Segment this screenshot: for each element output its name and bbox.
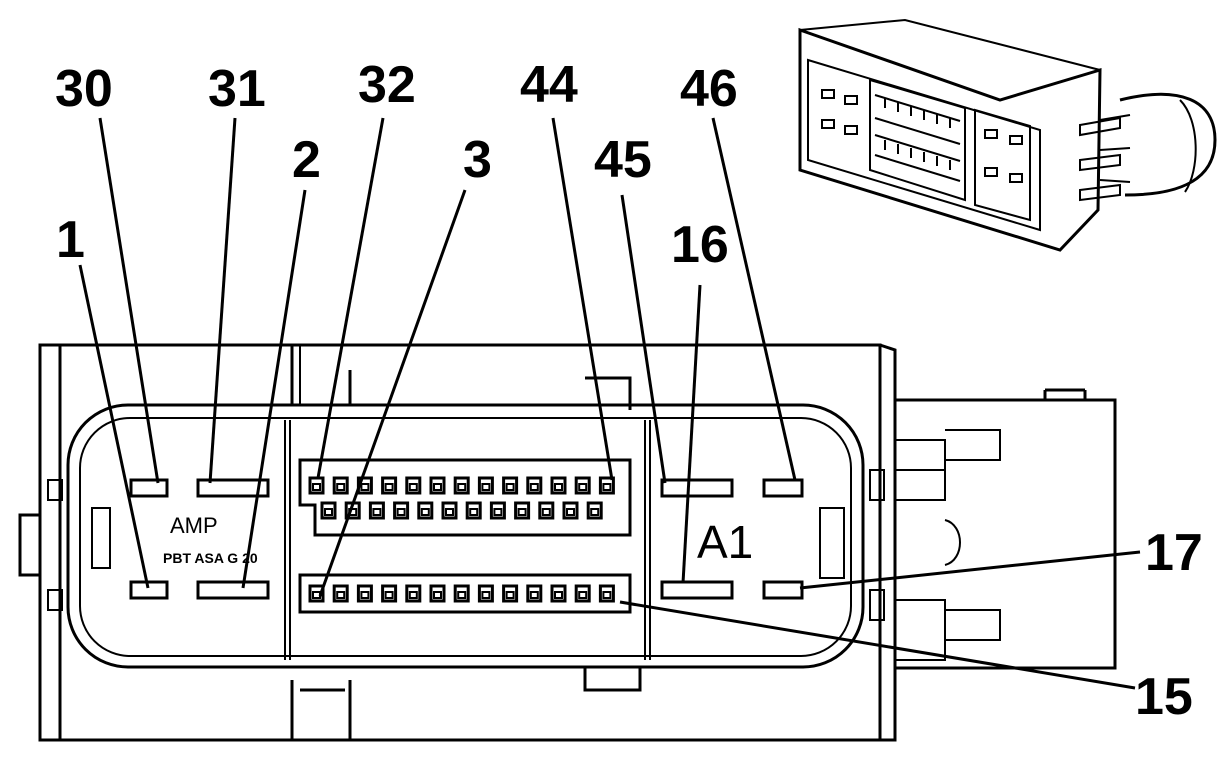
pin-contact-upper-42 xyxy=(554,483,563,491)
pin-contact-lower-7 xyxy=(408,591,418,599)
pin-cavity-45 xyxy=(660,478,734,498)
housing-marking-amp: AMP xyxy=(170,513,218,538)
pin-contact-lower-11 xyxy=(505,591,515,599)
pin-contact-lower-15 xyxy=(602,591,612,599)
pin-contact-middle-4 xyxy=(396,508,406,516)
pin-label-32: 32 xyxy=(358,56,416,114)
pin-contact-upper-35 xyxy=(384,483,394,491)
pin-label-2: 2 xyxy=(292,131,321,189)
pin-contact-upper-40 xyxy=(505,483,515,491)
pin-cavity-46 xyxy=(762,478,804,498)
connector-inset-view xyxy=(798,18,1217,252)
leader-45 xyxy=(620,194,667,484)
pin-contact-upper-33 xyxy=(336,483,346,491)
pin-contact-lower-4 xyxy=(336,591,346,599)
pin-contact-lower-6 xyxy=(384,591,394,599)
pin-cavity-31 xyxy=(196,478,270,498)
pin-contact-middle-7 xyxy=(469,508,479,516)
pin-cavities xyxy=(129,476,804,603)
pin-cavity-1 xyxy=(129,580,169,600)
pin-label-3: 3 xyxy=(463,131,492,189)
leader-32 xyxy=(316,117,385,479)
pin-contact-upper-34 xyxy=(360,483,370,491)
pin-label-16: 16 xyxy=(671,216,729,274)
pin-contact-middle-5 xyxy=(420,508,430,516)
pin-label-31: 31 xyxy=(208,60,266,118)
pin-cavity-30 xyxy=(129,478,169,498)
pin-contact-upper-37 xyxy=(433,483,442,491)
pin-contact-lower-12 xyxy=(529,591,539,599)
housing-marking-material: PBT ASA G 20 xyxy=(163,550,258,566)
pin-contact-upper-44 xyxy=(602,483,612,491)
leader-16 xyxy=(681,284,702,584)
leader-46 xyxy=(711,117,797,481)
pin-contact-lower-10 xyxy=(481,591,491,599)
pin-contact-middle-9 xyxy=(517,508,527,516)
pin-contact-lower-9 xyxy=(457,591,467,599)
pin-cavity-16 xyxy=(660,580,734,600)
position-marking-a1: A1 xyxy=(697,516,753,568)
pin-label-46: 46 xyxy=(680,60,738,118)
pin-label-15: 15 xyxy=(1135,668,1193,726)
pin-contact-upper-32 xyxy=(312,483,321,491)
pin-contact-upper-43 xyxy=(578,483,588,491)
pin-label-45: 45 xyxy=(594,131,652,189)
pin-contact-middle-11 xyxy=(566,508,575,516)
connector-face-view xyxy=(18,343,1117,742)
leader-44 xyxy=(551,117,614,481)
pin-cavity-17 xyxy=(762,580,804,600)
pin-contact-lower-5 xyxy=(360,591,370,599)
pin-label-17: 17 xyxy=(1145,524,1203,582)
pin-contact-upper-36 xyxy=(408,483,418,491)
leader-3 xyxy=(318,189,467,597)
pin-contact-middle-8 xyxy=(493,508,503,516)
pin-label-44: 44 xyxy=(520,56,578,114)
leader-lines xyxy=(78,117,1141,690)
leader-1 xyxy=(78,264,150,589)
pin-contact-lower-13 xyxy=(554,591,563,599)
pin-label-30: 30 xyxy=(55,60,113,118)
leader-30 xyxy=(98,117,160,484)
pin-contact-lower-8 xyxy=(433,591,442,599)
pin-contact-middle-10 xyxy=(541,508,551,516)
pin-label-1: 1 xyxy=(56,211,85,269)
pin-contact-upper-41 xyxy=(529,483,539,491)
leader-15 xyxy=(619,600,1136,690)
leader-2 xyxy=(241,189,307,589)
leader-31 xyxy=(208,117,237,484)
pin-contact-upper-38 xyxy=(457,483,467,491)
pin-contact-upper-39 xyxy=(481,483,491,491)
pin-contact-middle-1 xyxy=(324,508,333,516)
pin-contact-middle-12 xyxy=(590,508,600,516)
leader-17 xyxy=(799,550,1141,590)
pin-contact-middle-6 xyxy=(445,508,454,516)
pin-cavity-2 xyxy=(196,580,270,600)
pin-contact-middle-3 xyxy=(372,508,382,516)
pin-contact-lower-14 xyxy=(578,591,588,599)
